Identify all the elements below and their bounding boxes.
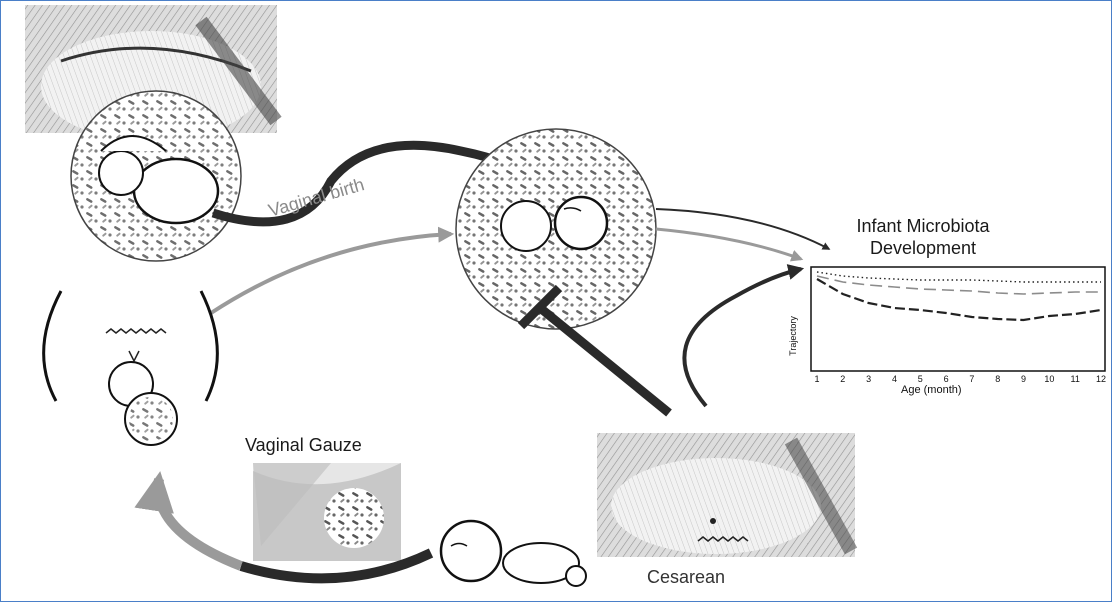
vaginal-gauze-label: Vaginal Gauze bbox=[245, 435, 362, 456]
center-to-chart-arrow-gray bbox=[656, 229, 801, 259]
crawling-baby bbox=[441, 521, 586, 586]
chart-y-axis-label: Trajectory bbox=[788, 316, 798, 356]
chart-x-tick-label: 11 bbox=[1067, 374, 1083, 384]
chart-x-tick-label: 9 bbox=[1016, 374, 1032, 384]
infant-microbiota-chart bbox=[811, 267, 1105, 371]
cesarean-to-chart-arrow bbox=[684, 269, 801, 406]
bracket-to-center-arrow bbox=[211, 234, 451, 313]
microbe-circle-baby-left bbox=[71, 91, 241, 261]
chart-x-axis-label: Age (month) bbox=[901, 384, 962, 396]
birth-canal-baby bbox=[44, 291, 218, 445]
chart-x-tick-label: 12 bbox=[1093, 374, 1109, 384]
chart-title-line1: Infant Microbiota bbox=[793, 215, 1053, 237]
chart-title-line2: Development bbox=[793, 237, 1053, 259]
vaginal-gauze-photo bbox=[253, 463, 401, 561]
pregnant-belly-photo-cesarean bbox=[597, 433, 855, 557]
chart-x-tick-label: 4 bbox=[886, 374, 902, 384]
gauze-to-bracket-arrow-gray bbox=[158, 479, 241, 566]
chart-x-tick-label: 6 bbox=[938, 374, 954, 384]
chart-x-tick-label: 5 bbox=[912, 374, 928, 384]
cesarean-label: Cesarean bbox=[647, 567, 725, 588]
chart-title: Infant Microbiota Development bbox=[793, 215, 1053, 259]
chart-x-tick-label: 10 bbox=[1041, 374, 1057, 384]
chart-x-tick-label: 8 bbox=[990, 374, 1006, 384]
chart-x-tick-label: 7 bbox=[964, 374, 980, 384]
chart-x-tick-label: 3 bbox=[861, 374, 877, 384]
chart-x-tick-label: 2 bbox=[835, 374, 851, 384]
chart-x-tick-label: 1 bbox=[809, 374, 825, 384]
microbe-circle-baby-center bbox=[456, 129, 656, 329]
